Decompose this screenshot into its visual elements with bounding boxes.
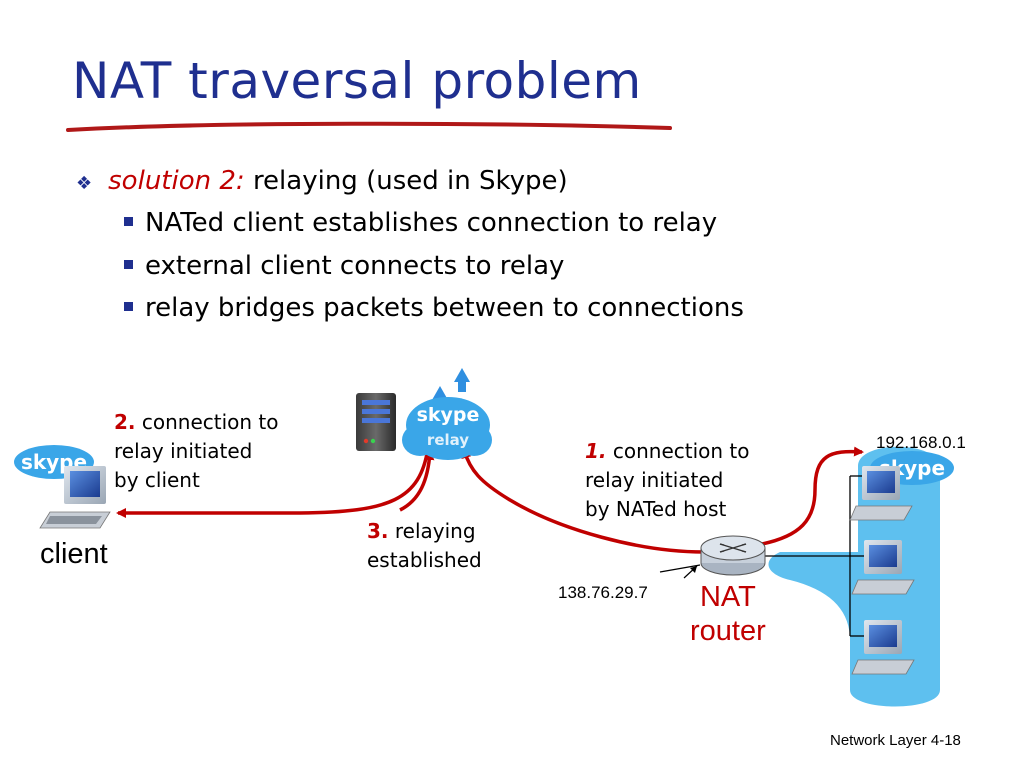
arrow-step1-lan — [761, 446, 864, 546]
square-bullet-icon — [124, 217, 133, 226]
skype-relay-icon: skype relay — [402, 368, 492, 460]
bullet-sub-2: external client connects to relay — [124, 251, 564, 281]
title-underline — [66, 121, 672, 132]
slide-footer: Network Layer 4-18 — [830, 732, 961, 749]
lan-computer-icon-2 — [851, 540, 915, 595]
slide-title: NAT traversal problem — [72, 52, 642, 110]
arrow-step1 — [461, 448, 705, 554]
footer-text: Network Layer — [830, 732, 927, 749]
relay-server-icon — [356, 393, 396, 451]
arrow-step2-head-relay — [399, 450, 435, 512]
client-label: client — [40, 538, 108, 570]
square-bullet-icon — [124, 260, 133, 269]
public-ip-label: 138.76.29.7 — [558, 583, 648, 602]
step1-label: 1. connection to relay initiated by NATe… — [585, 439, 750, 521]
client-computer-icon — [39, 466, 111, 529]
private-network-region — [768, 446, 940, 707]
private-ip-label: 192.168.0.1 — [876, 433, 966, 452]
bullet-main-text: relaying (used in Skype) — [252, 166, 568, 196]
page-number: 4-18 — [930, 732, 961, 749]
nat-router-label: NAT router — [690, 581, 766, 647]
step3-label: 3. relaying established — [367, 519, 482, 572]
bullet-main: ❖ solution 2: relaying (used in Skype) — [76, 166, 568, 196]
lan-computer-icon-1 — [849, 466, 913, 521]
relay-text: relay — [427, 431, 469, 449]
square-bullet-icon — [124, 302, 133, 311]
diamond-bullet-icon: ❖ — [76, 173, 93, 194]
solution-prefix: solution 2: — [108, 166, 245, 196]
nat-router-icon — [700, 535, 766, 576]
step2-label: 2. connection to relay initiated by clie… — [114, 410, 279, 492]
bullet-sub-3: relay bridges packets between to connect… — [124, 293, 744, 323]
arrow-step2 — [116, 447, 430, 518]
relay-skype-text: skype — [417, 404, 480, 426]
lan-computer-icon-3 — [851, 620, 915, 675]
bullet-sub-1: NATed client establishes connection to r… — [124, 208, 717, 238]
